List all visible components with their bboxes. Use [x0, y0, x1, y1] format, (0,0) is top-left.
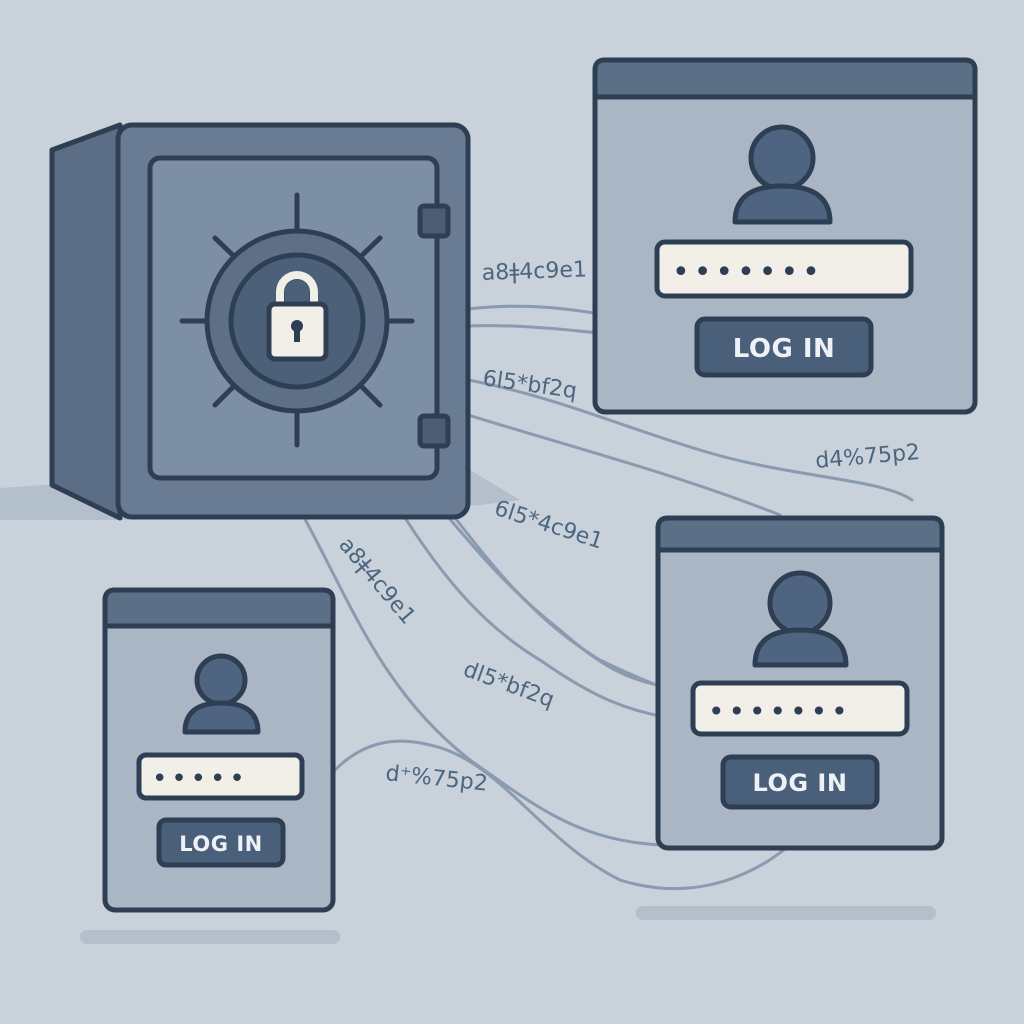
login-window-bottom-left: ••••• LOG IN — [102, 587, 336, 913]
password-label: d4%75p2 — [814, 440, 921, 474]
user-avatar-icon — [752, 570, 849, 668]
wire-to-side-label — [383, 366, 914, 502]
login-button-label: LOG IN — [753, 769, 848, 797]
password-field[interactable] — [654, 239, 914, 299]
login-button[interactable] — [720, 754, 880, 810]
password-label: a8ǂ4c9e1 — [481, 257, 587, 286]
login-button[interactable] — [156, 817, 286, 868]
padlock-keyhole-slot — [294, 328, 300, 342]
window-titlebar — [592, 57, 978, 100]
user-avatar-icon — [732, 124, 833, 225]
password-label: 6l5*bf2q — [481, 366, 578, 404]
login-button[interactable] — [694, 316, 874, 378]
window-titlebar — [102, 587, 336, 629]
password-label: 6l5*4c9e1 — [491, 496, 606, 555]
password-label: a8ǂ4c9e1 — [333, 533, 420, 630]
login-window-top-right: ••••••• LOG IN — [592, 57, 978, 415]
wire-safe-bottom — [298, 508, 662, 847]
password-mask: ••••••• — [672, 255, 824, 290]
login-window-bottom-right: ••••••• LOG IN — [655, 515, 945, 851]
safe-hinge-bottom — [417, 413, 451, 449]
window-titlebar — [655, 515, 945, 553]
password-mask: ••••• — [152, 764, 249, 794]
login-button-label: LOG IN — [733, 334, 836, 364]
password-field[interactable] — [690, 680, 910, 737]
user-avatar-icon — [182, 653, 261, 735]
password-field[interactable] — [136, 752, 305, 801]
login-button-label: LOG IN — [179, 832, 262, 856]
padlock-icon — [266, 271, 329, 362]
safe-side-face — [49, 122, 123, 521]
padlock-shackle-fill — [276, 271, 318, 306]
wire-to-bottom-left — [333, 739, 792, 890]
password-mask: ••••••• — [708, 695, 852, 728]
password-label: dl5*bf2q — [460, 657, 558, 713]
password-label: d⁺%75p2 — [384, 761, 488, 797]
safe-icon — [49, 122, 471, 521]
safe-hinge-top — [417, 203, 451, 239]
